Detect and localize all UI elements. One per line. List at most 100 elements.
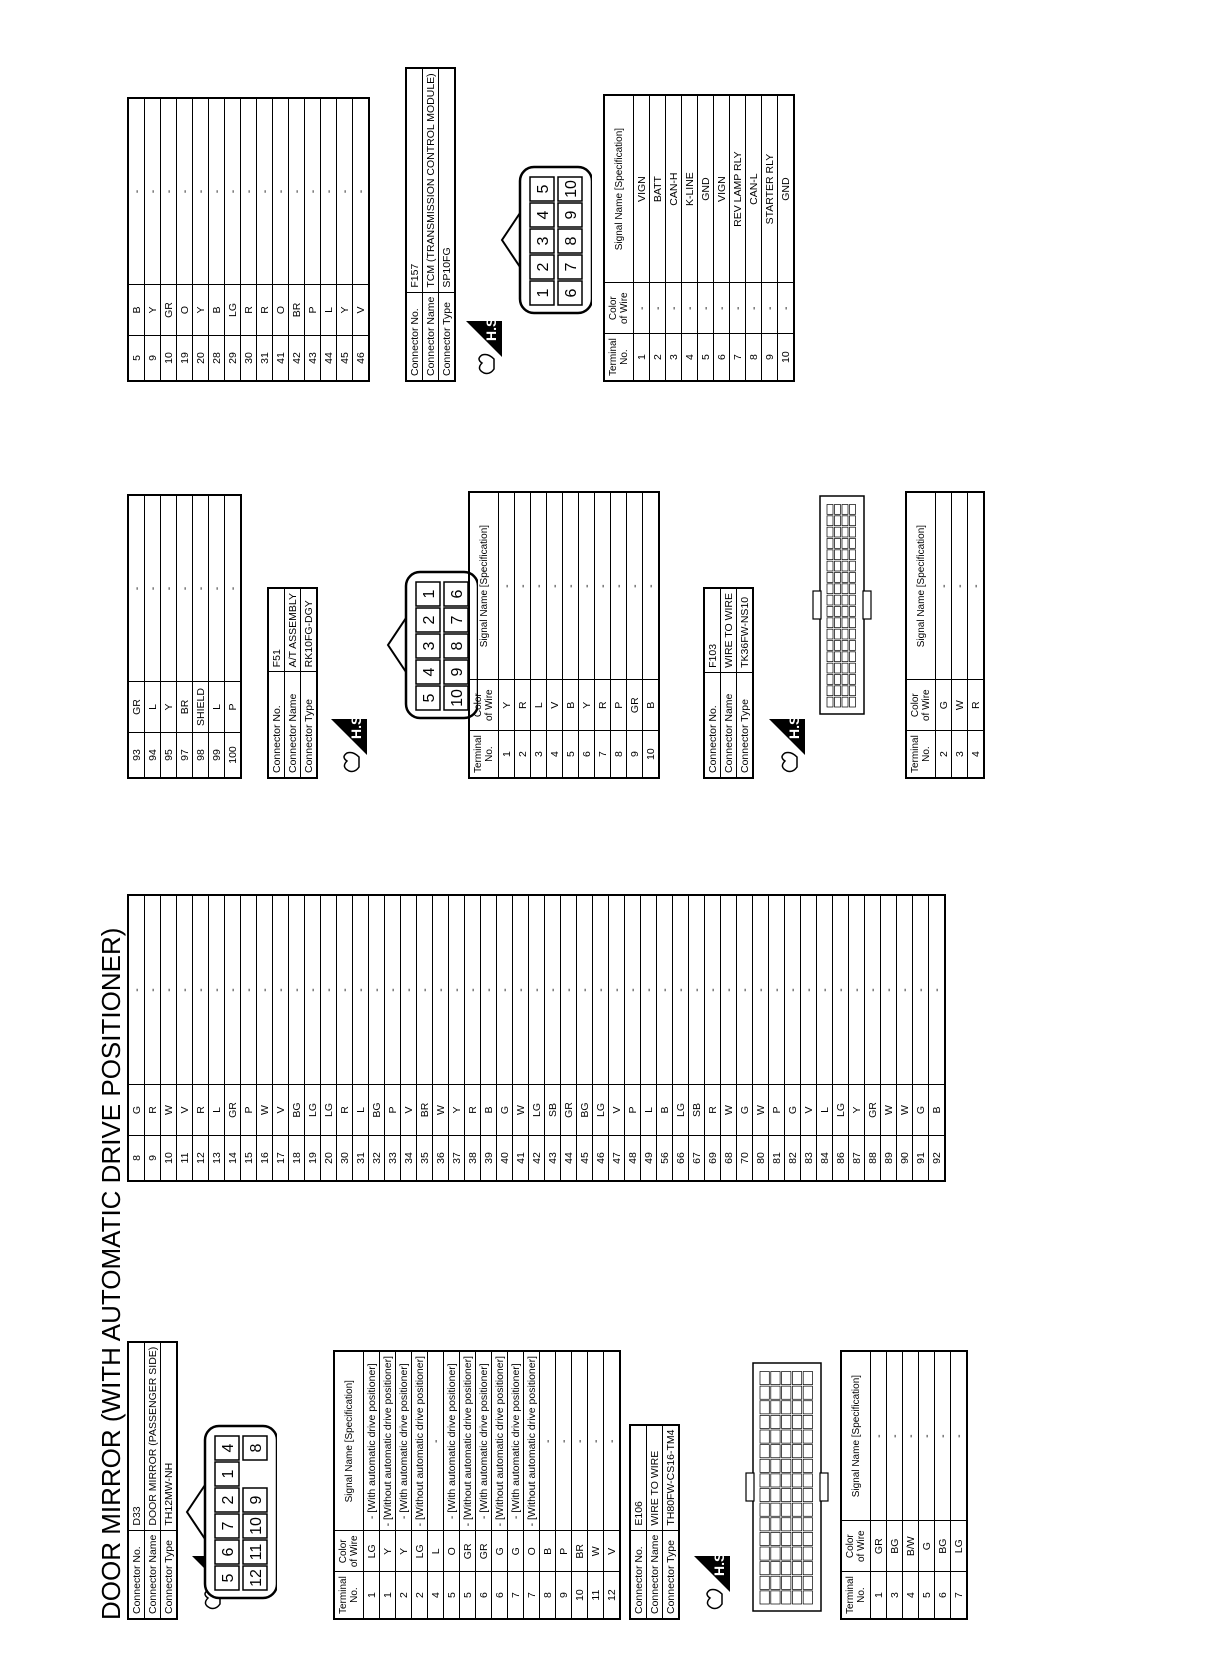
wire-color-cell: W [256,1084,273,1136]
signal-name-cell: BATT [649,95,666,283]
signal-name-cell: - [208,495,225,682]
signal-name-cell: - [832,895,849,1085]
signal-name-cell: - [896,895,913,1085]
terminal-no-cell: 35 [416,1135,433,1181]
wire-color-cell: R [464,1084,481,1136]
signal-name-cell: - [576,895,593,1085]
connector-name-value: WIRE TO WIRE [646,1424,663,1531]
terminal-no-cell: 91 [912,1135,929,1181]
signal-name-cell: - [With automatic drive positioner] [363,1351,380,1531]
terminal-no-cell: 4 [681,333,698,381]
terminal-no-cell: 15 [240,1135,257,1181]
signal-name-cell: - [672,895,689,1085]
signal-name-cell: - [With automatic drive positioner] [507,1351,524,1531]
signal-name-cell: - [784,895,801,1085]
terminal-no-cell: 3 [886,1571,903,1619]
signal-name-cell: - [272,895,289,1085]
wire-color-cell: BR [416,1084,433,1136]
connector-type-value: TH12MW-NH [160,1341,177,1531]
signal-name-cell: - [626,492,643,680]
signal-name-cell: - [336,98,353,285]
wire-color-cell: B [562,679,579,731]
svg-text:9: 9 [563,210,580,219]
hs-icon: H.S. [690,1556,730,1612]
signal-name-cell: K-LINE [681,95,698,283]
wire-color-cell: P [768,1084,785,1136]
signal-name-cell: - [656,895,673,1085]
table-row: 8-CAN-L [745,95,762,381]
connector-name-label: Connector Name [646,1530,663,1619]
signal-name-cell: - [176,98,193,285]
terminal-no-cell: 5 [128,335,145,381]
signal-name-cell: - [967,492,984,680]
terminal-no-cell: 98 [192,732,209,778]
signal-name-cell: - [288,98,305,285]
signal-name-cell: REV LAMP RLY [729,95,746,283]
wire-color-cell: BG [886,1520,903,1572]
terminal-no-cell: 30 [240,335,257,381]
wire-color-cell: Y [848,1084,865,1136]
signal-name-cell: - [192,895,209,1085]
svg-text:3: 3 [421,641,438,650]
terminal-no-cell: 99 [208,732,225,778]
connector-no-row: Connector No.F157 [406,68,423,381]
terminal-no-cell: 14 [224,1135,241,1181]
connector-no-label: Connector No. [704,672,721,778]
terminal-no-cell: 16 [256,1135,273,1181]
terminal-no-cell: 69 [704,1135,721,1181]
signal-name-cell: - [464,895,481,1085]
signal-name-header: Signal Name [Specification] [604,95,634,283]
signal-name-cell: - [934,1351,951,1521]
signal-name-cell: - [224,98,241,285]
terminal-no-cell: 8 [745,333,762,381]
signal-name-cell: - [950,1351,967,1521]
terminal-no-cell: 9 [144,335,161,381]
terminal-no-cell: 3 [951,730,968,778]
signal-name-cell: STARTER RLY [761,95,778,283]
wire-color-cell: P [555,1530,572,1572]
terminal-no-cell: 19 [176,335,193,381]
terminal-no-cell: 92 [928,1135,945,1181]
wire-color-cell: Y [448,1084,465,1136]
signal-name-cell: - [224,895,241,1085]
table-row: 5-GND [697,95,714,381]
terminal-no-cell: 39 [480,1135,497,1181]
wire-color-cell: BG [576,1084,593,1136]
signal-name-cell: - [192,495,209,682]
wire-color-cell: G [935,679,952,731]
terminal-no-cell: 6 [578,730,595,778]
wire-color-cell: G [507,1530,524,1572]
wire-color-cell: G [496,1084,513,1136]
